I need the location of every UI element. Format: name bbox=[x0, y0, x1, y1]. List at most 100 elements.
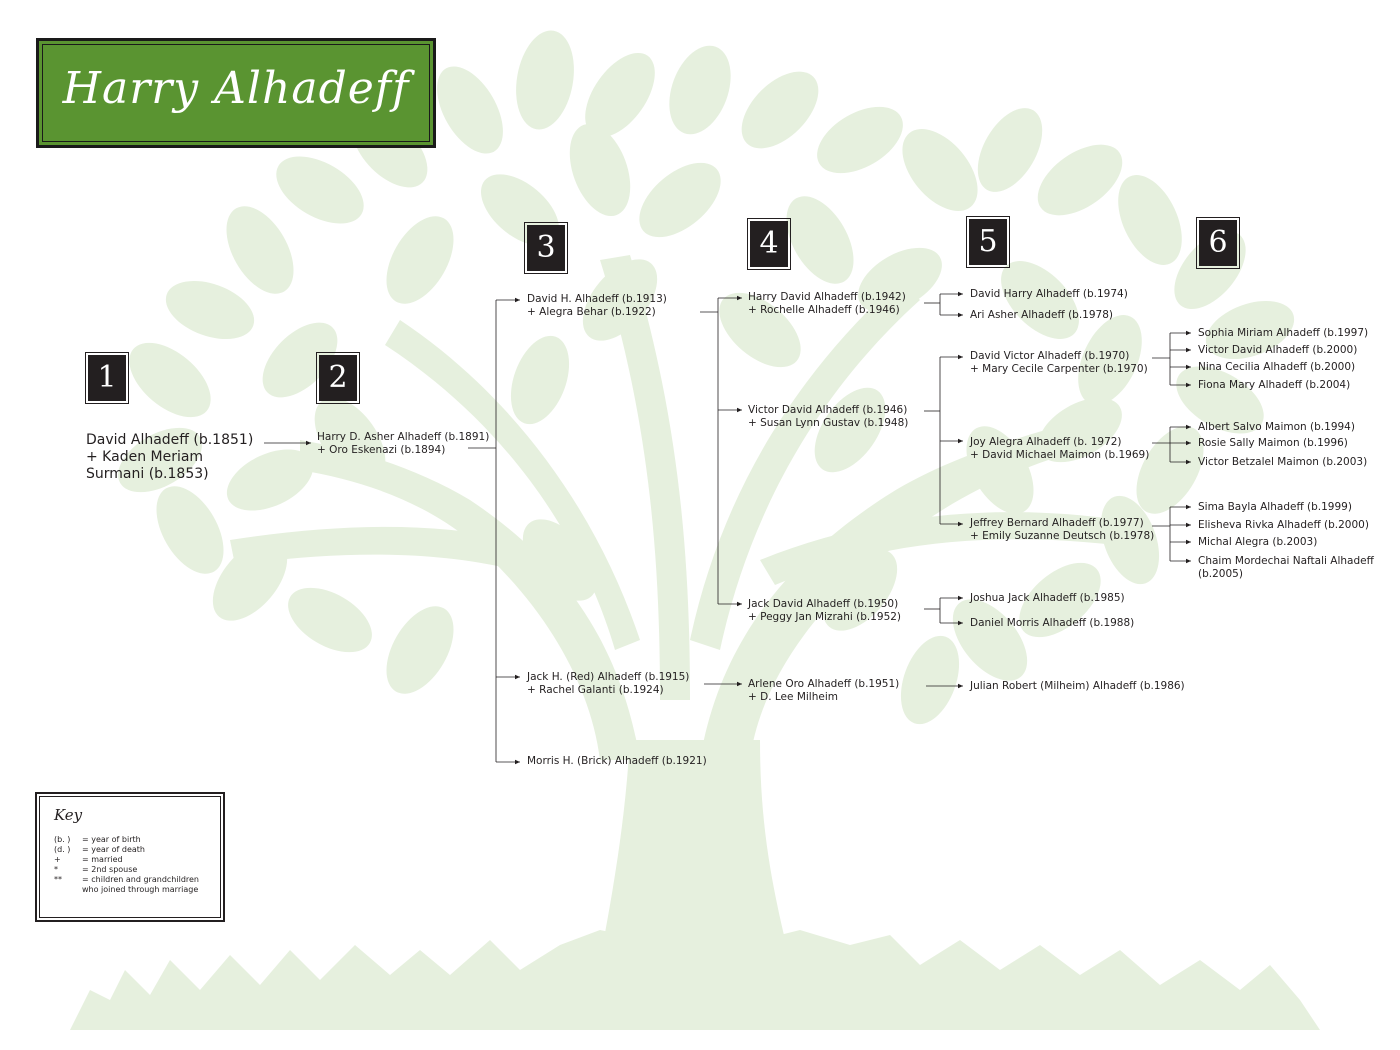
legend-rows: (b. ) = year of birth (d. ) = year of de… bbox=[54, 835, 199, 895]
legend-symbol: ** bbox=[54, 875, 62, 884]
person-line: Victor David Alhadeff (b.1946) bbox=[748, 404, 908, 416]
person-root-couple: David Alhadeff (b.1851) + Kaden Meriam S… bbox=[86, 432, 253, 483]
person-gen2: Harry D. Asher Alhadeff (b.1891) + Oro E… bbox=[317, 431, 489, 457]
legend-symbol bbox=[54, 885, 82, 895]
page-title: Harry Alhadeff bbox=[62, 63, 410, 114]
legend-symbol: + bbox=[54, 855, 61, 864]
person-line: Elisheva Rivka Alhadeff (b.2000) bbox=[1198, 519, 1369, 531]
generation-badge-6: 6 bbox=[1196, 217, 1240, 269]
person-gen3: Morris H. (Brick) Alhadeff (b.1921) bbox=[527, 755, 707, 768]
person-line: Surmani (b.1853) bbox=[86, 466, 209, 482]
person-line: + David Michael Maimon (b.1969) bbox=[970, 449, 1150, 461]
legend-title: Key bbox=[54, 806, 83, 824]
person-gen6: Victor David Alhadeff (b.2000) bbox=[1198, 344, 1357, 357]
generation-badge-3: 3 bbox=[524, 222, 568, 274]
person-line: + Rachel Galanti (b.1924) bbox=[527, 684, 664, 696]
person-line: Jack H. (Red) Alhadeff (b.1915) bbox=[527, 671, 690, 683]
legend-row: who joined through marriage bbox=[54, 885, 199, 895]
legend-description: who joined through marriage bbox=[82, 885, 199, 894]
legend-description: = married bbox=[82, 855, 123, 864]
person-line: Nina Cecilia Alhadeff (b.2000) bbox=[1198, 361, 1356, 373]
person-line: Rosie Sally Maimon (b.1996) bbox=[1198, 437, 1348, 449]
person-gen6: Sima Bayla Alhadeff (b.1999) bbox=[1198, 501, 1352, 514]
person-line: Sima Bayla Alhadeff (b.1999) bbox=[1198, 501, 1352, 513]
person-line: Daniel Morris Alhadeff (b.1988) bbox=[970, 617, 1135, 629]
legend-row: + = married bbox=[54, 855, 199, 865]
person-gen6: Victor Betzalel Maimon (b.2003) bbox=[1198, 456, 1367, 469]
person-gen6: Rosie Sally Maimon (b.1996) bbox=[1198, 437, 1348, 450]
person-line: David Alhadeff (b.1851) bbox=[86, 432, 254, 448]
person-line: Harry D. Asher Alhadeff (b.1891) bbox=[317, 431, 490, 443]
person-gen5: David Victor Alhadeff (b.1970) + Mary Ce… bbox=[970, 350, 1148, 376]
legend-row: * = 2nd spouse bbox=[54, 865, 199, 875]
person-line: Chaim Mordechai Naftali Alhadeff bbox=[1198, 555, 1374, 567]
person-line: + Susan Lynn Gustav (b.1948) bbox=[748, 417, 909, 429]
person-line: Victor David Alhadeff (b.2000) bbox=[1198, 344, 1358, 356]
person-gen5: Joshua Jack Alhadeff (b.1985) bbox=[970, 592, 1125, 605]
person-line: Victor Betzalel Maimon (b.2003) bbox=[1198, 456, 1368, 468]
person-gen3: David H. Alhadeff (b.1913) + Alegra Beha… bbox=[527, 293, 667, 319]
person-gen5: David Harry Alhadeff (b.1974) bbox=[970, 288, 1128, 301]
person-gen6: Chaim Mordechai Naftali Alhadeff (b.2005… bbox=[1198, 555, 1374, 581]
person-gen6: Elisheva Rivka Alhadeff (b.2000) bbox=[1198, 519, 1369, 532]
person-line: + Emily Suzanne Deutsch (b.1978) bbox=[970, 530, 1155, 542]
person-gen6: Sophia Miriam Alhadeff (b.1997) bbox=[1198, 327, 1368, 340]
person-gen6: Michal Alegra (b.2003) bbox=[1198, 536, 1317, 549]
generation-badge-1: 1 bbox=[85, 352, 129, 404]
person-gen6: Fiona Mary Alhadeff (b.2004) bbox=[1198, 379, 1350, 392]
generation-badge-2: 2 bbox=[316, 352, 360, 404]
person-line: + Peggy Jan Mizrahi (b.1952) bbox=[748, 611, 902, 623]
person-gen5: Daniel Morris Alhadeff (b.1988) bbox=[970, 617, 1134, 630]
person-gen4: Jack David Alhadeff (b.1950) + Peggy Jan… bbox=[748, 598, 901, 624]
person-gen5: Julian Robert (Milheim) Alhadeff (b.1986… bbox=[970, 680, 1185, 693]
person-line: Joy Alegra Alhadeff (b. 1972) bbox=[970, 436, 1122, 448]
person-line: Jack David Alhadeff (b.1950) bbox=[748, 598, 899, 610]
person-line: Julian Robert (Milheim) Alhadeff (b.1986… bbox=[970, 680, 1185, 692]
person-gen3: Jack H. (Red) Alhadeff (b.1915) + Rachel… bbox=[527, 671, 689, 697]
legend-row: (b. ) = year of birth bbox=[54, 835, 199, 845]
title-banner: Harry Alhadeff bbox=[36, 38, 436, 148]
person-gen6: Albert Salvo Maimon (b.1994) bbox=[1198, 421, 1355, 434]
legend-description: = year of birth bbox=[82, 835, 141, 844]
person-line: (b.2005) bbox=[1198, 568, 1243, 580]
person-gen5: Ari Asher Alhadeff (b.1978) bbox=[970, 309, 1113, 322]
generation-badge-4: 4 bbox=[747, 218, 791, 270]
legend-symbol: (b. ) bbox=[54, 835, 71, 844]
legend-row: (d. ) = year of death bbox=[54, 845, 199, 855]
person-line: + Mary Cecile Carpenter (b.1970) bbox=[970, 363, 1148, 375]
person-line: + Kaden Meriam bbox=[86, 449, 204, 465]
person-gen5: Joy Alegra Alhadeff (b. 1972) + David Mi… bbox=[970, 436, 1149, 462]
person-line: David Victor Alhadeff (b.1970) bbox=[970, 350, 1130, 362]
legend-symbol: (d. ) bbox=[54, 845, 71, 854]
legend-description: = 2nd spouse bbox=[82, 865, 138, 874]
person-line: + Oro Eskenazi (b.1894) bbox=[317, 444, 446, 456]
person-line: Albert Salvo Maimon (b.1994) bbox=[1198, 421, 1355, 433]
person-line: + Rochelle Alhadeff (b.1946) bbox=[748, 304, 900, 316]
person-line: Michal Alegra (b.2003) bbox=[1198, 536, 1318, 548]
person-line: Jeffrey Bernard Alhadeff (b.1977) bbox=[970, 517, 1144, 529]
person-line: Joshua Jack Alhadeff (b.1985) bbox=[970, 592, 1125, 604]
person-gen4: Harry David Alhadeff (b.1942) + Rochelle… bbox=[748, 291, 906, 317]
person-line: Sophia Miriam Alhadeff (b.1997) bbox=[1198, 327, 1369, 339]
person-line: David Harry Alhadeff (b.1974) bbox=[970, 288, 1128, 300]
legend-description: = year of death bbox=[82, 845, 145, 854]
legend-symbol: * bbox=[54, 865, 58, 874]
person-gen4: Arlene Oro Alhadeff (b.1951) + D. Lee Mi… bbox=[748, 678, 899, 704]
legend-row: ** = children and grandchildren bbox=[54, 875, 199, 885]
generation-badge-5: 5 bbox=[966, 216, 1010, 268]
person-gen6: Nina Cecilia Alhadeff (b.2000) bbox=[1198, 361, 1355, 374]
person-line: + Alegra Behar (b.1922) bbox=[527, 306, 656, 318]
person-line: Ari Asher Alhadeff (b.1978) bbox=[970, 309, 1113, 321]
legend-description: = children and grandchildren bbox=[82, 875, 199, 884]
legend-key: Key (b. ) = year of birth (d. ) = year o… bbox=[35, 792, 225, 922]
person-line: Fiona Mary Alhadeff (b.2004) bbox=[1198, 379, 1351, 391]
person-line: Morris H. (Brick) Alhadeff (b.1921) bbox=[527, 755, 707, 767]
person-line: David H. Alhadeff (b.1913) bbox=[527, 293, 667, 305]
person-gen4: Victor David Alhadeff (b.1946) + Susan L… bbox=[748, 404, 908, 430]
person-line: Arlene Oro Alhadeff (b.1951) bbox=[748, 678, 900, 690]
person-line: Harry David Alhadeff (b.1942) bbox=[748, 291, 906, 303]
person-line: + D. Lee Milheim bbox=[748, 691, 838, 703]
person-gen5: Jeffrey Bernard Alhadeff (b.1977) + Emil… bbox=[970, 517, 1154, 543]
